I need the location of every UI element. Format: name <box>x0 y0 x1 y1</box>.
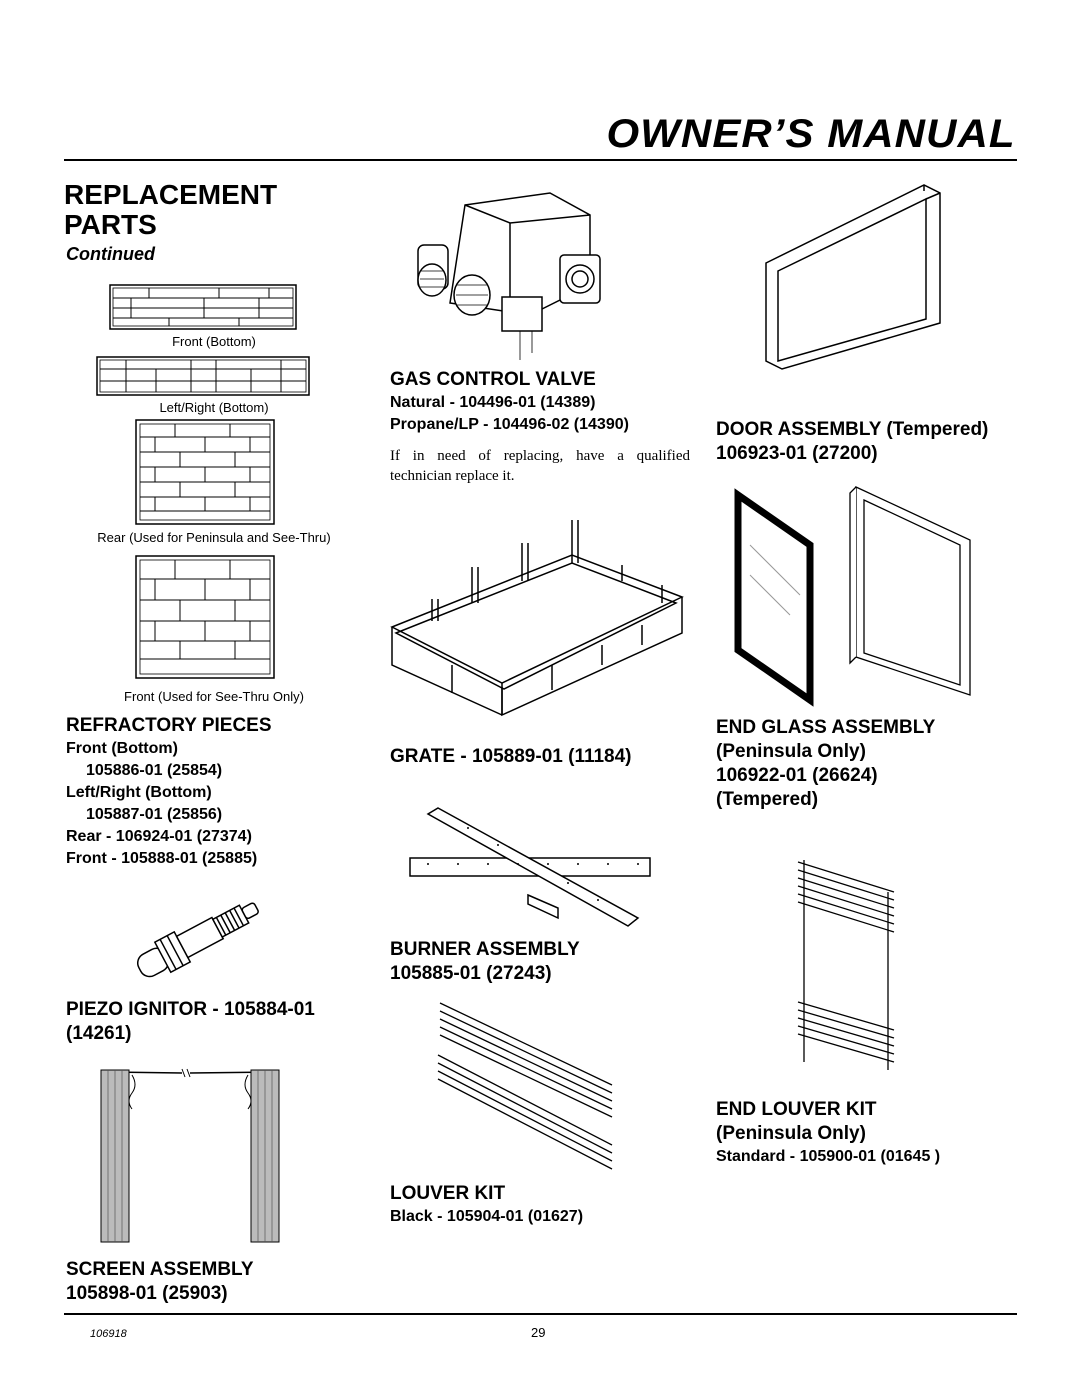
refractory-left-right-illustration <box>96 356 310 396</box>
section-title: REPLACEMENT PARTS <box>64 180 364 240</box>
door-assembly-illustration <box>765 184 941 370</box>
refractory-item: Front (Bottom) <box>66 740 178 757</box>
screen-assembly-illustration <box>100 1068 280 1243</box>
gas-control-valve-illustration <box>417 192 601 360</box>
refractory-item: Left/Right (Bottom) <box>66 784 212 801</box>
refractory-caption-rear: Rear (Used for Peninsula and See-Thru) <box>97 530 331 545</box>
manual-title: OWNER’S MANUAL <box>606 112 1016 156</box>
gas-valve-heading: GAS CONTROL VALVE <box>390 369 596 390</box>
refractory-rear-illustration <box>135 419 275 525</box>
end-louver-kit-illustration <box>797 860 895 1070</box>
end-glass-assembly-label: END GLASS ASSEMBLY (Peninsula Only) 1069… <box>716 716 1046 812</box>
end-louver-detail: Standard - 105900-01 (01645 ) <box>716 1148 941 1165</box>
end-glass-line3: 106922-01 (26624) <box>716 765 878 786</box>
piezo-line1: PIEZO IGNITOR - 105884-01 <box>66 999 315 1020</box>
grate-illustration <box>390 520 684 717</box>
gas-control-valve-block: GAS CONTROL VALVE Natural - 104496-01 (1… <box>390 368 700 486</box>
refractory-caption-front-see-thru: Front (Used for See-Thru Only) <box>124 689 304 704</box>
page-number: 29 <box>531 1325 546 1340</box>
refractory-item: Rear - 106924-01 (27374) <box>66 828 252 845</box>
burner-assembly-illustration <box>409 807 651 927</box>
burner-line2: 105885-01 (27243) <box>390 963 552 984</box>
refractory-front-see-thru-illustration <box>135 555 275 679</box>
refractory-front-bottom-illustration <box>109 284 297 330</box>
document-number: 106918 <box>90 1328 127 1340</box>
footer-rule <box>64 1313 1017 1315</box>
refractory-item: 105886-01 (25854) <box>86 762 223 779</box>
burner-assembly-label: BURNER ASSEMBLY 105885-01 (27243) <box>390 938 710 986</box>
louver-kit-illustration <box>437 1002 613 1170</box>
screen-line1: SCREEN ASSEMBLY <box>66 1259 254 1280</box>
end-glass-line2: (Peninsula Only) <box>716 741 866 762</box>
refractory-item: Front - 105888-01 (25885) <box>66 850 258 867</box>
louver-heading: LOUVER KIT <box>390 1183 506 1204</box>
refractory-heading: REFRACTORY PIECES <box>66 715 272 736</box>
section-title-line2: PARTS <box>64 209 157 240</box>
end-glass-line4: (Tempered) <box>716 789 819 810</box>
end-louver-kit-block: END LOUVER KIT (Peninsula Only) Standard… <box>716 1098 1046 1168</box>
burner-line1: BURNER ASSEMBLY <box>390 939 580 960</box>
refractory-block: REFRACTORY PIECES Front (Bottom) 105886-… <box>66 714 386 870</box>
gas-valve-note: If in need of replacing, have a qualifie… <box>390 448 690 484</box>
grate-label: GRATE - 105889-01 (11184) <box>390 746 632 767</box>
refractory-caption-left-right: Left/Right (Bottom) <box>159 400 269 415</box>
piezo-ignitor-label: PIEZO IGNITOR - 105884-01 (14261) <box>66 998 386 1046</box>
door-assembly-label: DOOR ASSEMBLY (Tempered) 106923-01 (2720… <box>716 418 1046 466</box>
louver-detail: Black - 105904-01 (01627) <box>390 1208 584 1225</box>
piezo-ignitor-illustration <box>136 902 259 978</box>
screen-line2: 105898-01 (25903) <box>66 1283 228 1304</box>
end-louver-line2: (Peninsula Only) <box>716 1123 866 1144</box>
louver-kit-block: LOUVER KIT Black - 105904-01 (01627) <box>390 1182 710 1228</box>
header-rule <box>64 159 1017 161</box>
end-glass-line1: END GLASS ASSEMBLY <box>716 717 936 738</box>
refractory-caption-front-bottom: Front (Bottom) <box>172 334 256 349</box>
refractory-item: 105887-01 (25856) <box>86 806 223 823</box>
section-subtitle: Continued <box>66 244 155 264</box>
screen-assembly-label: SCREEN ASSEMBLY 105898-01 (25903) <box>66 1258 386 1306</box>
door-line1: DOOR ASSEMBLY (Tempered) <box>716 419 989 440</box>
piezo-line2: (14261) <box>66 1023 132 1044</box>
end-louver-line1: END LOUVER KIT <box>716 1099 877 1120</box>
end-glass-assembly-illustration <box>734 485 971 707</box>
door-line2: 106923-01 (27200) <box>716 443 878 464</box>
gas-valve-natural: Natural - 104496-01 (14389) <box>390 394 596 411</box>
gas-valve-propane: Propane/LP - 104496-02 (14390) <box>390 416 629 433</box>
section-title-line1: REPLACEMENT <box>64 179 278 210</box>
